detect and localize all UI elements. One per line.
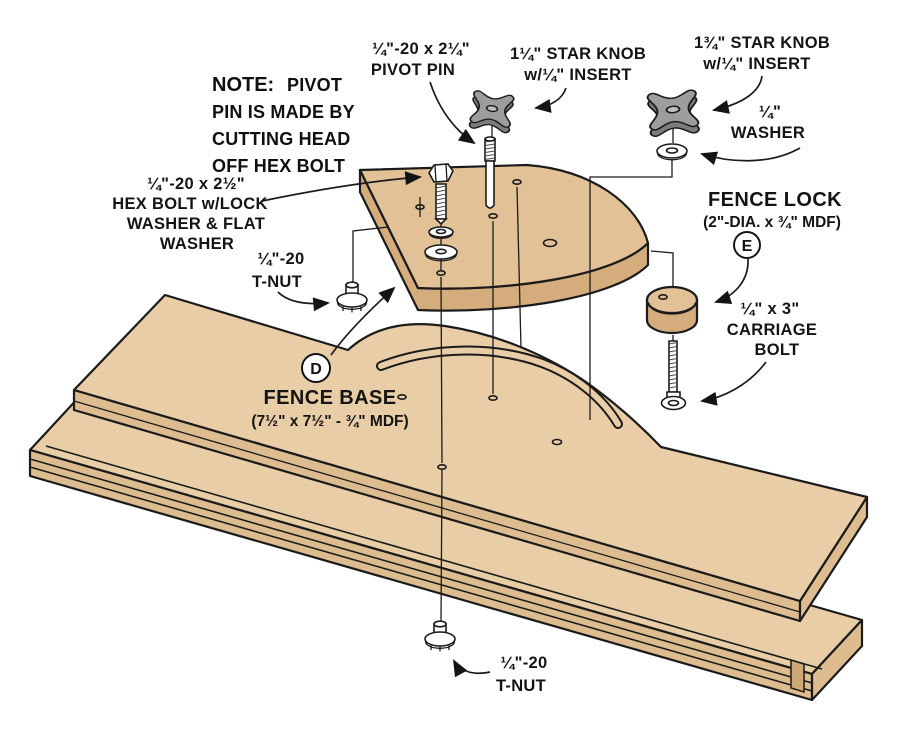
runner-notch xyxy=(790,658,805,694)
leader-pivot-pin xyxy=(429,81,476,145)
flat-washer xyxy=(424,244,458,262)
disc-top xyxy=(645,285,699,315)
label-fence-base-size: (7½" x 7½" - ¾" MDF) xyxy=(251,413,408,430)
base-hole-left xyxy=(397,393,407,400)
label-star-knob-small-1: 1¼" STAR KNOB xyxy=(510,45,646,63)
label-fence-lock-size: (2"-DIA. x ¾" MDF) xyxy=(703,214,841,231)
plate-hole-pivotpin xyxy=(488,213,498,220)
label-fence-base-title: FENCE BASE xyxy=(264,387,397,409)
front-groove-line-1 xyxy=(29,458,813,684)
label-star-knob-small-2: w/¼" INSERT xyxy=(523,66,631,84)
leader-washer xyxy=(699,147,801,166)
quarter-inch-washer xyxy=(656,143,688,161)
knob-insert-hole xyxy=(485,105,499,113)
label-t-nut-left-1: ¼"-20 xyxy=(258,250,305,268)
star-knob-small xyxy=(468,89,516,135)
note-line-4: OFF HEX BOLT xyxy=(212,156,345,176)
knob-insert-hole xyxy=(665,105,681,114)
carriage-bolt xyxy=(660,340,687,411)
part-letter-d-circle xyxy=(301,353,331,383)
leader-hex-bolt xyxy=(261,171,423,202)
pivot-plate xyxy=(358,163,650,312)
pivot-pin-shank xyxy=(485,160,495,209)
fence-upper-board xyxy=(72,293,869,623)
part-letter-e-circle xyxy=(733,231,761,259)
note-line-1: PIVOT xyxy=(287,75,342,95)
curved-slot xyxy=(378,347,621,427)
leader-lines xyxy=(261,75,801,678)
leader-part-e xyxy=(714,258,749,304)
label-pivot-pin: PIVOT PIN xyxy=(371,61,455,79)
lower-board-end-face xyxy=(810,618,864,702)
leader-t-nut-bottom xyxy=(452,659,491,678)
leader-star-knob-small xyxy=(533,87,567,113)
part-letter-e: E xyxy=(742,238,753,255)
label-hex-bolt-1: ¼"-20 x 2½" xyxy=(147,175,245,193)
upper-board-top-face xyxy=(72,293,869,603)
hex-bolt xyxy=(428,163,454,226)
label-hex-bolt-3: WASHER & FLAT xyxy=(127,215,265,233)
pivot-hole xyxy=(437,463,447,470)
label-t-nut-bottom-1: ¼"-20 xyxy=(501,654,548,672)
fence-lock-disc xyxy=(645,285,699,335)
labels: NOTE: PIVOT PIN IS MADE BY CUTTING HEAD … xyxy=(112,34,842,695)
label-star-knob-large-1: 1¾" STAR KNOB xyxy=(694,34,830,52)
pivot-pin xyxy=(484,136,496,209)
plate-hole-large xyxy=(542,238,558,248)
hex-bolt-tip xyxy=(434,218,448,226)
top-groove-line xyxy=(45,445,823,670)
front-groove-line-2 xyxy=(29,466,813,692)
lock-washer xyxy=(428,226,454,239)
label-t-nut-bottom-2: T-NUT xyxy=(496,677,546,695)
leader-star-knob-large xyxy=(711,75,763,114)
hex-bolt-shank xyxy=(435,183,447,220)
note-line-2: PIN IS MADE BY xyxy=(212,102,355,122)
hex-bolt-head xyxy=(428,163,454,183)
star-knob-large xyxy=(646,88,701,138)
label-washer-1: ¼" xyxy=(759,103,781,121)
leader-carriage-bolt xyxy=(699,361,767,406)
note-line-3: CUTTING HEAD xyxy=(212,129,350,149)
label-hex-bolt-4: WASHER xyxy=(160,235,234,253)
front-band-lamination-line xyxy=(73,400,801,613)
carriage-bolt-head xyxy=(660,395,687,411)
leader-part-d xyxy=(330,286,396,356)
label-t-nut-left-2: T-NUT xyxy=(252,273,302,291)
label-carriage-bolt-3: BOLT xyxy=(755,341,800,359)
label-hex-bolt-2: HEX BOLT w/LOCK xyxy=(112,195,267,213)
plate-hole-marked xyxy=(415,204,425,211)
disc-hole xyxy=(658,293,668,300)
plate-hole-knob xyxy=(512,179,522,186)
label-pivot-pin-size: ¼"-20 x 2¼" xyxy=(372,40,470,58)
t-nut-bottom xyxy=(424,620,456,653)
t-nut-left xyxy=(336,281,368,314)
part-letter-d: D xyxy=(310,361,322,378)
label-fence-lock-title: FENCE LOCK xyxy=(708,189,842,211)
label-star-knob-large-2: w/¼" INSERT xyxy=(702,55,810,73)
label-washer-2: WASHER xyxy=(731,124,805,142)
label-carriage-bolt-2: CARRIAGE xyxy=(727,321,817,339)
label-carriage-bolt-1: ¼" x 3" xyxy=(740,300,799,318)
base-hole-center xyxy=(488,394,498,401)
base-hole-right xyxy=(551,438,563,446)
note-heading: NOTE: xyxy=(212,74,274,96)
leader-t-nut-left xyxy=(277,291,331,312)
